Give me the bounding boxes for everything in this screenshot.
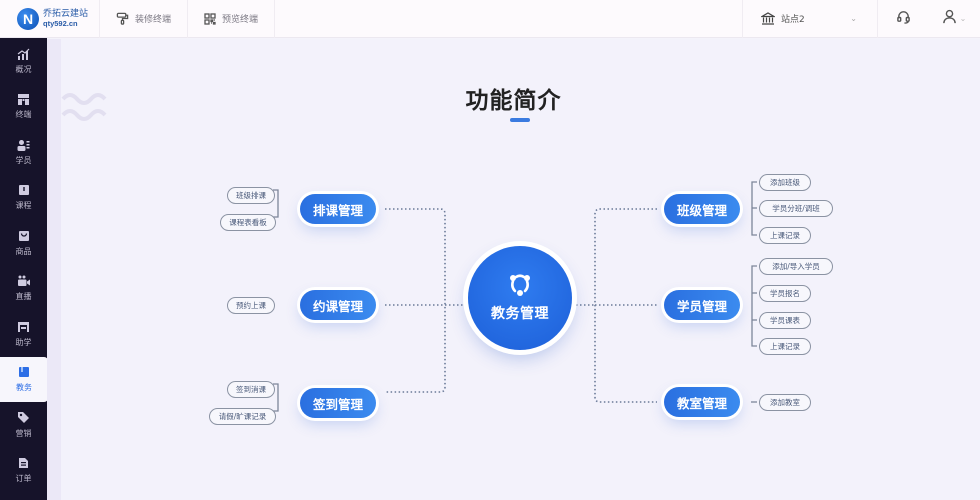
branch-classroom-management[interactable]: 教室管理 [664,387,740,417]
support-button[interactable] [878,0,928,38]
tag-student-timetable[interactable]: 学员课表 [759,312,811,329]
preview-terminal-button[interactable]: 预览终端 [188,0,276,38]
sidebar-item-label: 终端 [15,110,32,120]
sidebar-item-orders[interactable]: 订单 [0,448,47,494]
main-content: 功能简介 排课管理 班级排课 课程表看板 约课管理 预约上课 签到管理 签到消课 [47,39,980,500]
sidebar-item-products[interactable]: 商品 [0,220,47,266]
tag-add-import-students[interactable]: 添加/导入学员 [759,258,833,275]
title-underline [510,118,530,122]
page-title: 功能简介 [465,88,562,114]
branch-checkin[interactable]: 签到管理 [300,388,376,418]
sidebar-item-label: 学员 [15,155,32,165]
book-icon [18,183,30,197]
sidebar-item-label: 课程 [15,201,32,211]
bag-icon [18,229,30,243]
logo-mark-icon: N [17,7,39,30]
sidebar-item-label: 教务 [16,383,32,393]
sidebar-item-academic[interactable]: 教务 [0,356,48,402]
video-icon [17,274,31,288]
sidebar-item-label: 商品 [15,246,32,256]
tag-leave-absence-record[interactable]: 请假/旷课记录 [209,408,276,425]
tag-student-class-records[interactable]: 上课记录 [759,338,811,355]
sidebar-item-study[interactable]: 助学 [0,311,47,357]
document-icon [18,456,29,470]
users-icon [17,138,30,152]
network-icon [507,273,533,297]
branch-booking[interactable]: 约课管理 [300,290,376,320]
tag-class-records[interactable]: 上课记录 [759,227,811,244]
tag-icon [17,411,30,425]
tag-class-scheduling[interactable]: 班级排课 [227,187,275,204]
tag-timetable-board[interactable]: 课程表看板 [220,214,276,231]
top-bar: N 乔拓云建站 qty592.cn 装修终端 预览终端 站点2 ⌄ ⌄ [0,0,980,38]
sidebar-item-overview[interactable]: 概况 [0,38,47,84]
center-node[interactable]: 教务管理 [468,246,572,350]
user-icon [942,9,957,28]
branch-scheduling[interactable]: 排课管理 [300,194,376,224]
chart-icon [17,47,30,61]
tag-book-class[interactable]: 预约上课 [227,297,275,314]
study-icon [17,320,30,334]
branch-class-management[interactable]: 班级管理 [664,194,740,224]
chevron-down-icon: ⌄ [959,14,967,23]
sidebar-item-terminal[interactable]: 终端 [0,84,47,130]
headset-icon [896,9,911,28]
site-select-value: 站点2 [781,15,805,25]
user-menu[interactable]: ⌄ [928,0,980,38]
sidebar-item-label: 助学 [15,337,32,347]
wave-decoration-icon [61,93,107,121]
sidebar: 概况 终端 学员 课程 商品 直播 助学 教务 营销 订单 [0,38,48,500]
chevron-down-icon: ⌄ [850,14,857,23]
site-select[interactable]: 站点2 ⌄ [742,0,878,38]
tag-add-class[interactable]: 添加班级 [759,174,811,191]
logo[interactable]: N 乔拓云建站 qty592.cn [0,0,100,38]
logo-domain: qty592.cn [43,18,78,28]
sidebar-item-live[interactable]: 直播 [0,266,47,312]
decorate-terminal-label: 装修终端 [135,15,172,25]
bank-icon [761,12,775,25]
tag-assign-transfer-class[interactable]: 学员分班/调班 [759,200,833,217]
tag-student-enrollment[interactable]: 学员报名 [759,285,811,302]
preview-terminal-label: 预览终端 [222,15,259,25]
tag-add-classroom[interactable]: 添加教室 [759,394,811,411]
decorate-terminal-button[interactable]: 装修终端 [100,0,189,38]
sidebar-item-marketing[interactable]: 营销 [0,402,47,448]
notebook-icon [18,365,30,379]
main-edge [47,39,61,500]
paint-roller-icon [116,12,129,25]
logo-name: 乔拓云建站 [43,8,89,19]
qr-code-icon [204,12,216,25]
sidebar-item-label: 直播 [15,292,32,302]
tag-checkin-consume[interactable]: 签到消课 [227,381,275,398]
sidebar-item-courses[interactable]: 课程 [0,175,47,221]
store-icon [17,92,30,106]
branch-student-management[interactable]: 学员管理 [664,290,740,320]
sidebar-item-label: 订单 [15,474,32,484]
sidebar-item-label: 概况 [15,64,32,74]
sidebar-item-label: 营销 [15,428,32,438]
sidebar-item-students[interactable]: 学员 [0,129,47,175]
center-node-label: 教务管理 [491,306,549,322]
